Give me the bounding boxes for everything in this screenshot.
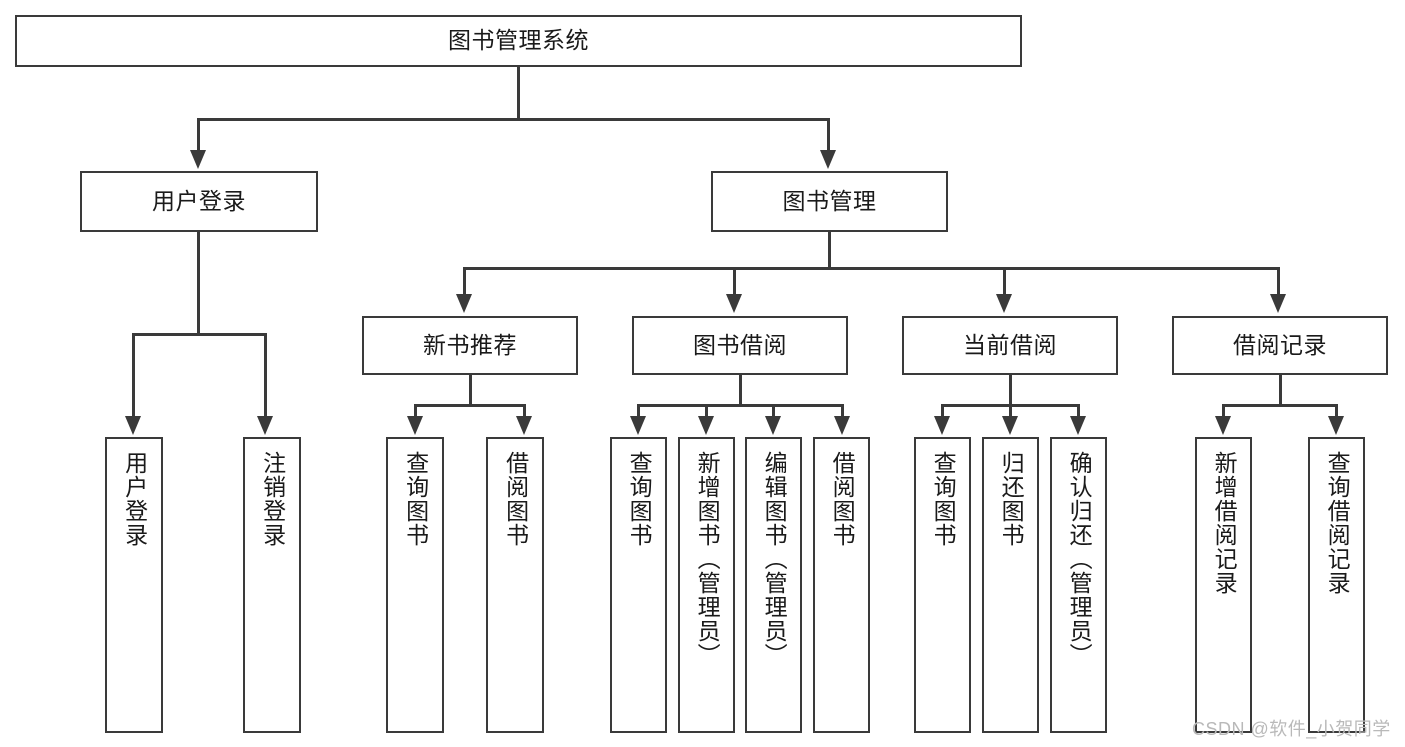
arrowhead-new-book-recommend-child-2 xyxy=(516,416,532,435)
arrowhead-book-borrow-child-2 xyxy=(698,416,714,435)
arrowhead-book-borrow-child-1 xyxy=(630,416,646,435)
leaf-current-borrow-confirm-return-admin[interactable]: 确认归还（管理员） xyxy=(1050,437,1107,733)
connector-new-book-recommend-stem xyxy=(469,375,472,407)
leaf-new-book-query-book[interactable]: 查询图书 xyxy=(386,437,444,733)
connector-user-login-child-2 xyxy=(264,333,267,418)
arrowhead-to-new-book-recommend xyxy=(456,294,472,313)
node-label: 借阅图书 xyxy=(502,451,529,547)
node-label: 查询借阅记录 xyxy=(1324,451,1351,595)
node-label: 查询图书 xyxy=(930,451,957,547)
arrowhead-current-borrow-child-3 xyxy=(1070,416,1086,435)
node-root-book-management-system[interactable]: 图书管理系统 xyxy=(15,15,1022,67)
node-label: 新书推荐 xyxy=(423,331,517,358)
leaf-user-login-login[interactable]: 用户登录 xyxy=(105,437,163,733)
leaf-book-borrow-borrow-book[interactable]: 借阅图书 xyxy=(813,437,870,733)
arrowhead-user-login-child-1 xyxy=(125,416,141,435)
node-label: 查询图书 xyxy=(626,451,653,547)
arrowhead-borrow-record-child-1 xyxy=(1215,416,1231,435)
connector-to-current-borrow xyxy=(1003,267,1006,296)
connector-book-borrow-child-3 xyxy=(772,404,775,418)
arrowhead-user-login-child-2 xyxy=(257,416,273,435)
arrowhead-current-borrow-child-2 xyxy=(1002,416,1018,435)
leaf-borrow-record-add-record[interactable]: 新增借阅记录 xyxy=(1195,437,1252,733)
connector-borrow-record-bar xyxy=(1222,404,1338,407)
connector-to-borrow-record xyxy=(1277,267,1280,296)
arrowhead-to-user-login xyxy=(190,150,206,169)
node-label: 编辑图书（管理员） xyxy=(761,451,788,667)
connector-book-borrow-bar xyxy=(637,404,844,407)
connector-root-stem xyxy=(517,67,520,121)
node-label: 注销登录 xyxy=(259,451,286,547)
node-label: 确认归还（管理员） xyxy=(1066,451,1093,667)
connector-new-book-recommend-bar xyxy=(414,404,526,407)
connector-to-user-login xyxy=(197,118,200,152)
node-label: 借阅记录 xyxy=(1233,331,1327,358)
arrowhead-book-borrow-child-4 xyxy=(834,416,850,435)
connector-borrow-record-stem xyxy=(1279,375,1282,407)
arrowhead-to-current-borrow xyxy=(996,294,1012,313)
node-label: 当前借阅 xyxy=(963,331,1057,358)
node-user-login[interactable]: 用户登录 xyxy=(80,171,318,232)
node-label: 查询图书 xyxy=(402,451,429,547)
connector-book-borrow-child-2 xyxy=(705,404,708,418)
node-label: 图书管理系统 xyxy=(448,27,589,54)
leaf-new-book-borrow-book[interactable]: 借阅图书 xyxy=(486,437,544,733)
leaf-current-borrow-return-book[interactable]: 归还图书 xyxy=(982,437,1039,733)
node-label: 归还图书 xyxy=(998,451,1025,547)
connector-current-borrow-stem xyxy=(1009,375,1012,407)
node-label: 新增图书（管理员） xyxy=(694,451,721,667)
connector-book-borrow-stem xyxy=(739,375,742,407)
node-label: 用户登录 xyxy=(121,451,148,547)
connector-user-login-child-1 xyxy=(132,333,135,418)
connector-borrow-record-child-2 xyxy=(1335,404,1338,418)
connector-level3-bar xyxy=(463,267,1280,270)
connector-to-book-management xyxy=(827,118,830,152)
connector-book-borrow-child-1 xyxy=(637,404,640,418)
node-label: 图书管理 xyxy=(782,187,877,214)
connector-user-login-stem xyxy=(197,232,200,336)
connector-current-borrow-child-2 xyxy=(1009,404,1012,418)
arrowhead-book-borrow-child-3 xyxy=(765,416,781,435)
leaf-book-borrow-query-book[interactable]: 查询图书 xyxy=(610,437,667,733)
leaf-user-login-logout[interactable]: 注销登录 xyxy=(243,437,301,733)
leaf-borrow-record-query-record[interactable]: 查询借阅记录 xyxy=(1308,437,1365,733)
connector-current-borrow-child-1 xyxy=(941,404,944,418)
connector-new-book-recommend-child-1 xyxy=(414,404,417,418)
node-label: 用户登录 xyxy=(152,187,246,214)
connector-to-new-book-recommend xyxy=(463,267,466,296)
arrowhead-new-book-recommend-child-1 xyxy=(407,416,423,435)
node-label: 图书借阅 xyxy=(693,331,787,358)
arrowhead-borrow-record-child-2 xyxy=(1328,416,1344,435)
csdn-watermark: CSDN @软件_小贺同学 xyxy=(1192,719,1391,739)
leaf-current-borrow-query-book[interactable]: 查询图书 xyxy=(914,437,971,733)
connector-borrow-record-child-1 xyxy=(1222,404,1225,418)
connector-book-management-stem xyxy=(828,232,831,269)
arrowhead-to-book-management xyxy=(820,150,836,169)
connector-to-book-borrow xyxy=(733,267,736,296)
arrowhead-to-book-borrow xyxy=(726,294,742,313)
connector-book-borrow-child-4 xyxy=(841,404,844,418)
leaf-book-borrow-edit-book-admin[interactable]: 编辑图书（管理员） xyxy=(745,437,802,733)
connector-current-borrow-child-3 xyxy=(1077,404,1080,418)
node-borrow-record[interactable]: 借阅记录 xyxy=(1172,316,1388,375)
connector-user-login-bar xyxy=(132,333,267,336)
connector-level2-bar xyxy=(197,118,829,121)
node-label: 借阅图书 xyxy=(829,451,856,547)
arrowhead-current-borrow-child-1 xyxy=(934,416,950,435)
arrowhead-to-borrow-record xyxy=(1270,294,1286,313)
node-new-book-recommend[interactable]: 新书推荐 xyxy=(362,316,578,375)
node-label: 新增借阅记录 xyxy=(1211,451,1238,595)
node-current-borrow[interactable]: 当前借阅 xyxy=(902,316,1118,375)
node-book-management[interactable]: 图书管理 xyxy=(711,171,948,232)
leaf-book-borrow-add-book-admin[interactable]: 新增图书（管理员） xyxy=(678,437,735,733)
node-book-borrow[interactable]: 图书借阅 xyxy=(632,316,848,375)
connector-new-book-recommend-child-2 xyxy=(523,404,526,418)
